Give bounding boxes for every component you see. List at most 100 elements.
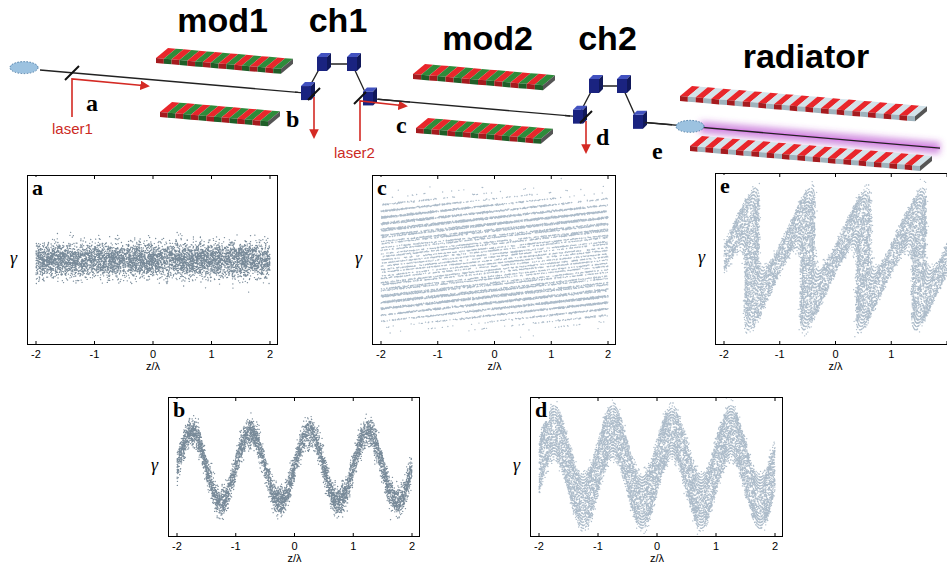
phase-space-plot [724, 179, 947, 336]
panel-letter: d [533, 399, 549, 421]
magnet-pole-side [897, 164, 905, 170]
magnet-pole-side [455, 131, 463, 137]
magnet-pole-side [797, 155, 805, 161]
magnet-pole-side [704, 98, 712, 104]
panel-letter: e [718, 175, 732, 197]
stage-letter: b [286, 106, 299, 132]
axis-label: z/λ [287, 552, 301, 564]
dipole-side [583, 106, 587, 124]
magnet-pole-side [222, 117, 230, 123]
tick-label: 2 [409, 540, 415, 552]
tick-label: 2 [267, 348, 273, 360]
magnet-pole-side [273, 68, 281, 74]
tick-label: -2 [534, 540, 544, 552]
stage-letter: a [86, 90, 98, 116]
axis-label: z/λ [487, 360, 501, 372]
axis-label: γ [355, 249, 362, 269]
phase-space-plot [36, 232, 270, 292]
dipole-front [317, 57, 327, 71]
magnet-end [268, 111, 280, 126]
magnet-array [160, 102, 280, 126]
phase-space-panel: a [27, 175, 278, 345]
magnet-pole-side [525, 137, 533, 143]
dipole-side [643, 111, 647, 129]
stage-title: mod2 [442, 20, 533, 57]
stage-letter: c [396, 112, 407, 138]
magnet-pole-side [234, 65, 242, 71]
magnet-pole-side [175, 113, 183, 119]
magnet-pole-side [805, 156, 813, 162]
magnet-pole-side [805, 107, 813, 113]
modulator: mod2 [410, 20, 565, 160]
magnet-pole-side [206, 116, 214, 122]
magnet-pole-side [876, 113, 884, 119]
magnet-pole-side [518, 137, 526, 143]
magnet-pole-side [705, 147, 713, 153]
magnet-pole-side [751, 102, 759, 108]
magnet-pole-side [191, 115, 199, 121]
magnet-pole-side [782, 154, 790, 160]
magnet-pole-side [744, 151, 752, 157]
stage-letter: d [596, 124, 609, 150]
magnet-pole-side [821, 108, 829, 114]
dipole-magnet [633, 111, 647, 129]
dipole-front [617, 79, 627, 93]
magnet-pole-side [820, 157, 828, 163]
tick-label: 1 [713, 540, 719, 552]
tick-label: 0 [654, 540, 660, 552]
tick-label: 0 [150, 348, 156, 360]
tick-label: -1 [90, 348, 100, 360]
magnet-pole-side [759, 152, 767, 158]
magnet-pole-side [527, 84, 535, 90]
magnet-pole-side [219, 63, 227, 69]
magnet-pole-side [713, 148, 721, 154]
magnet-pole-side [882, 163, 890, 169]
phase-space-panel: e [715, 173, 947, 345]
magnet-end [543, 75, 555, 90]
magnet-pole-side [179, 60, 187, 66]
magnet-pole-side [494, 135, 502, 141]
magnet-pole-side [265, 67, 273, 73]
tick-label: -1 [231, 540, 241, 552]
axis-label: γ [10, 249, 17, 269]
tick-label: 0 [832, 348, 838, 360]
magnet-array [680, 86, 927, 121]
magnet-pole-side [845, 110, 853, 116]
magnet-end [541, 129, 553, 144]
panel-letter: c [375, 177, 389, 199]
tick-label: -2 [172, 540, 182, 552]
magnet-pole-side [736, 150, 744, 156]
particle-distribution [177, 413, 412, 520]
magnet-pole-side [798, 106, 806, 112]
magnet-pole-side [211, 63, 219, 69]
magnet-pole-side [696, 97, 704, 103]
axis-ticks [36, 175, 270, 345]
magnet-pole-side [884, 114, 892, 120]
magnet-pole-side [502, 135, 510, 141]
magnet-pole-side [187, 61, 195, 67]
stage-title: ch2 [578, 20, 637, 57]
magnet-pole-side [258, 67, 266, 73]
phase-space-plot [539, 398, 775, 534]
magnet-pole-side [183, 114, 191, 120]
mirror [65, 66, 79, 80]
magnet-pole-side [813, 108, 821, 114]
magnet-pole-side [502, 82, 510, 88]
axis-label: γ [513, 456, 520, 476]
magnet-pole-side [199, 115, 207, 121]
dipole-magnet [301, 82, 315, 100]
laser-label: laser1 [52, 121, 93, 138]
magnet-pole-side [478, 80, 486, 86]
magnet-pole-side [859, 161, 867, 167]
magnet-pole-side [437, 76, 445, 82]
modulator: mod1 [150, 2, 295, 152]
axis-label: γ [698, 248, 705, 268]
beamline-connector [565, 115, 570, 117]
phase-space-panel: b [168, 397, 420, 537]
particle-distribution [539, 398, 775, 534]
magnet-pole-side [494, 81, 502, 87]
magnet-pole-side [790, 155, 798, 161]
magnet-pole-side [250, 66, 258, 72]
